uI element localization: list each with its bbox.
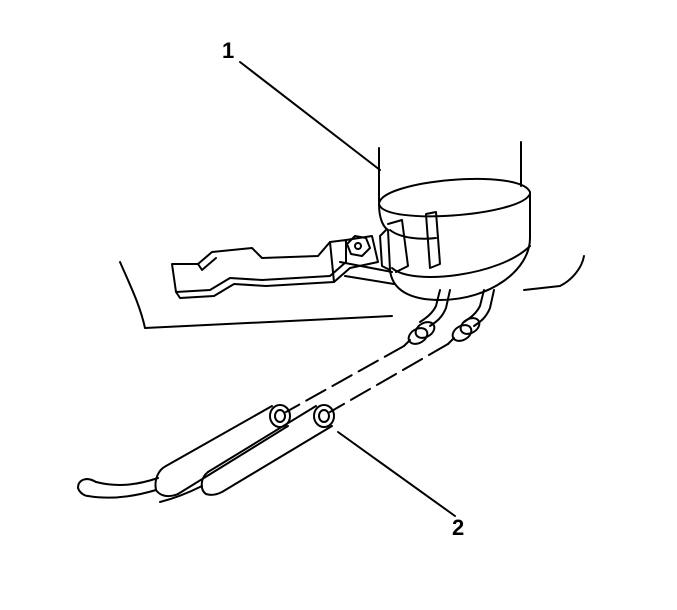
mounting-bracket [172, 236, 394, 298]
canister-nipples [420, 290, 494, 326]
body-panel-outline [120, 256, 584, 328]
connection-dash-lines [286, 344, 448, 412]
hose-fittings [404, 315, 482, 347]
callout-label-2: 2 [452, 515, 465, 540]
leader-line-2 [338, 432, 455, 516]
bracket-bolt [347, 236, 370, 256]
callout-label-1: 1 [222, 38, 235, 63]
hose-upper [78, 405, 290, 498]
hose-lower [160, 405, 334, 502]
leader-line-1 [240, 62, 380, 170]
vapor-canister [379, 142, 530, 300]
